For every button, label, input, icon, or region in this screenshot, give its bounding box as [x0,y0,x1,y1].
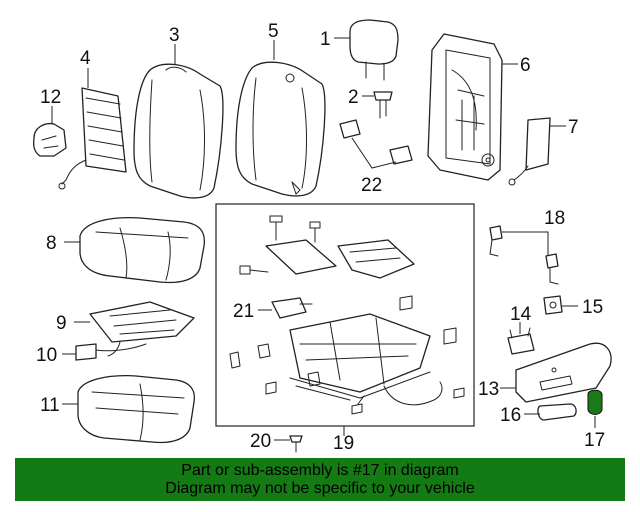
callout-4: 4 [80,48,91,69]
callout-18: 18 [544,208,565,229]
part-20-clip[interactable] [289,435,303,453]
part-18-wire-harness[interactable] [489,225,559,285]
banner-line-1: Part or sub-assembly is #17 in diagram [181,462,459,479]
part-15-switch[interactable] [543,295,563,315]
part-4-heater-panel[interactable] [58,87,127,190]
callout-21: 21 [233,301,254,322]
callout-9: 9 [56,313,67,334]
part-21-motor[interactable] [271,297,313,319]
callout-3: 3 [169,25,180,46]
seat-track-group-box [215,203,475,427]
callout-14: 14 [510,304,532,325]
part-2-headrest-support[interactable] [373,91,393,119]
callout-15: 15 [582,297,603,318]
callout-6: 6 [520,55,531,76]
part-17-highlighted-knob[interactable] [587,389,603,415]
part-19-seat-track-assembly[interactable] [229,215,465,415]
callout-20: 20 [250,431,271,452]
part-10-connector[interactable] [75,343,147,361]
callout-10: 10 [36,345,57,366]
part-6-seatback-frame[interactable] [427,33,503,181]
part-16-knob[interactable] [537,403,577,421]
banner-line-2: Diagram may not be specific to your vehi… [165,480,475,497]
seat-parts-diagram: 12 4 3 5 1 2 22 [33,19,612,454]
part-9-cushion-heater[interactable] [89,301,195,357]
part-11-cushion-cover[interactable] [77,374,196,444]
part-5-seatback-pad[interactable] [235,61,326,197]
callout-8: 8 [46,233,57,254]
callout-7: 7 [568,117,579,138]
callout-19: 19 [333,433,354,454]
part-12-side-cover[interactable] [33,122,67,157]
part-13-side-shield[interactable] [515,342,612,403]
callout-13: 13 [478,379,499,400]
callout-2: 2 [348,87,359,108]
callout-17: 17 [584,430,605,451]
callout-22: 22 [361,175,382,196]
part-14-bracket[interactable] [507,327,535,355]
callout-12: 12 [40,87,61,108]
info-banner: Part or sub-assembly is #17 in diagram D… [15,458,625,501]
callout-11: 11 [40,395,60,416]
callout-1: 1 [320,29,331,50]
callout-16: 16 [500,405,521,426]
part-7-airbag-module[interactable] [508,117,551,186]
part-1-headrest[interactable] [349,19,399,81]
part-22-brackets[interactable] [339,119,413,165]
part-3-seatback-cover[interactable] [133,63,224,199]
callout-5: 5 [268,21,279,42]
part-8-cushion-pad[interactable] [79,216,206,284]
